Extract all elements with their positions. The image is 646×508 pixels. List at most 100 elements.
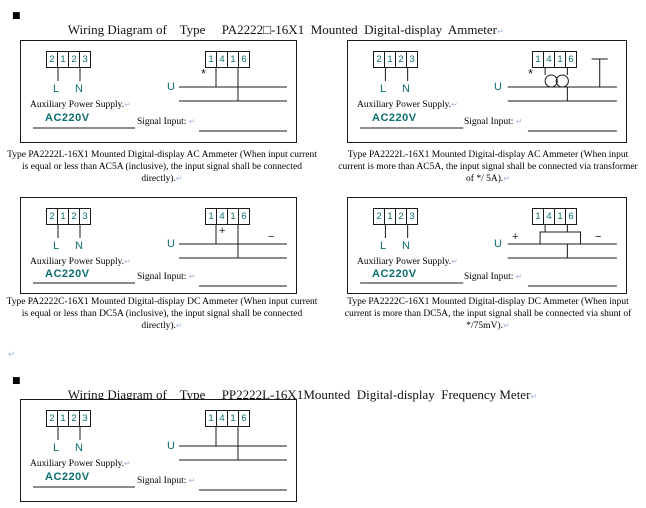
ct-winding-icon bbox=[544, 74, 558, 88]
heading-text: Wiring Diagram of Type PA2222□-16X1 Moun… bbox=[67, 22, 497, 37]
terminal-digit: 1 bbox=[228, 209, 239, 224]
paragraph-mark: ↵ bbox=[515, 272, 523, 281]
polarity-minus: − bbox=[595, 231, 602, 243]
aux-supply-label: Auxiliary Power Supply.↵ bbox=[357, 100, 458, 110]
terminal-digit: 6 bbox=[568, 54, 574, 65]
section-title-ammeter: Wiring Diagram of Type PA2222□-16X1 Moun… bbox=[55, 6, 504, 54]
caption-dc-direct: Type PA2222C-16X1 Mounted Digital-displa… bbox=[6, 296, 318, 332]
line-label: L bbox=[53, 83, 60, 95]
paragraph-mark: ↵ bbox=[124, 100, 131, 109]
signal-input-label: Signal Input: ↵ bbox=[464, 272, 522, 282]
wiring-lines bbox=[360, 224, 617, 287]
line-label: L bbox=[380, 83, 387, 95]
aux-text: Auxiliary Power Supply. bbox=[30, 257, 125, 267]
aux-supply-value: AC220V bbox=[45, 268, 90, 280]
line-label: L bbox=[53, 442, 60, 454]
voltage-label: U bbox=[167, 238, 175, 250]
paragraph-mark: ↵ bbox=[8, 349, 16, 359]
wiring-lines bbox=[360, 58, 617, 132]
aux-supply-label: Auxiliary Power Supply.↵ bbox=[30, 100, 131, 110]
terminal-digit: 1 bbox=[58, 52, 69, 67]
section-title-frequency-meter: Wiring Diagram of Type PP2222L-16X1Mount… bbox=[55, 371, 537, 419]
aux-supply-label: Auxiliary Power Supply.↵ bbox=[357, 257, 458, 267]
paragraph-mark: ↵ bbox=[175, 321, 183, 330]
bullet-square-icon: ■ bbox=[12, 11, 21, 21]
terminal-digit: 4 bbox=[217, 411, 228, 426]
caption-text: Type PA2222L-16X1 Mounted Digital-displa… bbox=[338, 150, 638, 184]
paragraph-mark: ↵ bbox=[530, 392, 538, 401]
paragraph-mark: ↵ bbox=[503, 174, 510, 183]
aux-supply-label: Auxiliary Power Supply.↵ bbox=[30, 459, 131, 469]
paragraph-mark: ↵ bbox=[188, 272, 196, 281]
terminal-digit: 6 bbox=[241, 54, 247, 65]
caption-text: Type PA2222L-16X1 Mounted Digital-displa… bbox=[7, 150, 317, 184]
signal-text: Signal Input: bbox=[137, 272, 187, 282]
terminal-digit: 1 bbox=[555, 209, 566, 224]
paragraph-mark: ↵ bbox=[451, 257, 458, 266]
caption-ac-direct: Type PA2222L-16X1 Mounted Digital-displa… bbox=[6, 149, 318, 185]
terminal-digit: 2 bbox=[69, 52, 80, 67]
terminal-digit: 4 bbox=[544, 52, 555, 67]
voltage-label: U bbox=[167, 440, 175, 452]
ct-winding-icon bbox=[555, 74, 569, 88]
polarity-star: * bbox=[201, 66, 207, 81]
neutral-label: N bbox=[75, 240, 83, 252]
terminal-digit: 1 bbox=[533, 52, 544, 67]
aux-supply-value: AC220V bbox=[372, 268, 417, 280]
paragraph-mark: ↵ bbox=[124, 459, 131, 468]
terminal-digit: 1 bbox=[385, 209, 396, 224]
wiring-lines bbox=[33, 224, 287, 287]
paragraph-mark: ↵ bbox=[175, 174, 183, 183]
aux-supply-label: Auxiliary Power Supply.↵ bbox=[30, 257, 131, 267]
signal-input-label: Signal Input: ↵ bbox=[137, 272, 195, 282]
voltage-label: U bbox=[494, 81, 502, 93]
signal-input-label: Signal Input: ↵ bbox=[137, 476, 195, 486]
terminal-digit: 3 bbox=[409, 54, 415, 65]
terminal-digit: 1 bbox=[555, 52, 566, 67]
wire-paths bbox=[33, 426, 287, 491]
terminal-digit: 3 bbox=[409, 211, 415, 222]
aux-text: Auxiliary Power Supply. bbox=[357, 100, 452, 110]
neutral-label: N bbox=[402, 240, 410, 252]
wiring-lines bbox=[33, 426, 287, 491]
paragraph-mark: ↵ bbox=[515, 117, 523, 126]
paragraph-mark: ↵ bbox=[188, 476, 196, 485]
paragraph-mark: ↵ bbox=[188, 117, 196, 126]
terminal-digit: 2 bbox=[69, 209, 80, 224]
terminal-digit: 4 bbox=[544, 209, 555, 224]
terminal-digit: 3 bbox=[82, 413, 88, 424]
signal-text: Signal Input: bbox=[137, 476, 187, 486]
signal-text: Signal Input: bbox=[464, 272, 514, 282]
wire-paths bbox=[33, 67, 287, 132]
neutral-label: N bbox=[402, 83, 410, 95]
terminal-digit: 1 bbox=[206, 209, 217, 224]
paragraph-mark: ↵ bbox=[451, 100, 458, 109]
caption-text: Type PA2222C-16X1 Mounted Digital-displa… bbox=[6, 297, 318, 331]
terminal-digit: 1 bbox=[228, 411, 239, 426]
paragraph-mark: ↵ bbox=[124, 257, 131, 266]
polarity-star: * bbox=[528, 66, 534, 81]
shunt-resistor-icon bbox=[539, 231, 582, 245]
terminal-digit: 1 bbox=[228, 52, 239, 67]
aux-supply-value: AC220V bbox=[372, 112, 417, 124]
terminal-digit: 2 bbox=[374, 52, 385, 67]
aux-text: Auxiliary Power Supply. bbox=[30, 100, 125, 110]
neutral-label: N bbox=[75, 442, 83, 454]
aux-supply-value: AC220V bbox=[45, 471, 90, 483]
polarity-plus: + bbox=[219, 225, 226, 237]
wire-paths bbox=[33, 224, 287, 287]
signal-input-label: Signal Input: ↵ bbox=[464, 117, 522, 127]
